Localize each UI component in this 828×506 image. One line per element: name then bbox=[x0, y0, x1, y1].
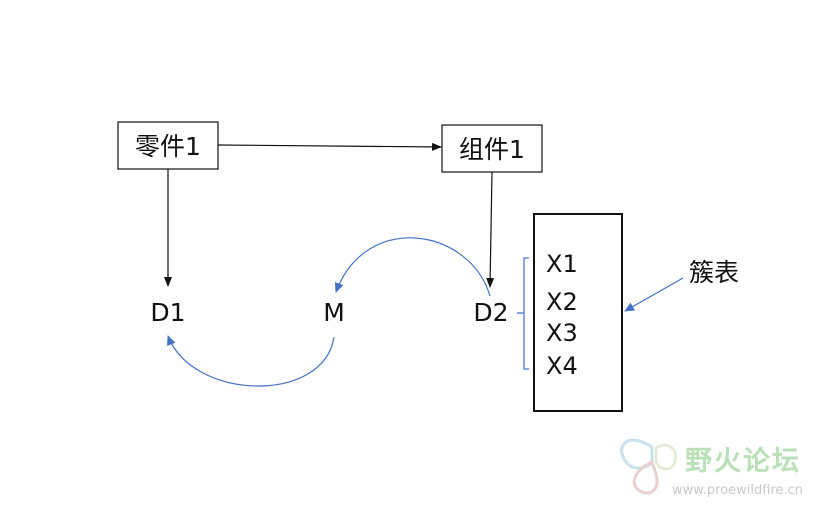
watermark-brand: 野火论坛 bbox=[685, 446, 801, 477]
cluster-item: X2 bbox=[546, 288, 578, 316]
assembly-box-label: 组件1 bbox=[459, 135, 525, 164]
watermark-url: www.proewildfire.cn bbox=[672, 483, 803, 498]
node-d1: D1 bbox=[150, 298, 185, 327]
arrow-assembly-to-d2 bbox=[486, 171, 495, 288]
arrow-part-to-assembly bbox=[217, 142, 442, 151]
cluster-table: X1 X2 X3 X4 bbox=[533, 213, 623, 412]
arrow-label-to-cluster bbox=[624, 277, 684, 312]
part-box: 零件1 bbox=[117, 121, 219, 170]
cluster-item: X3 bbox=[546, 319, 578, 347]
cluster-label: 簇表 bbox=[689, 258, 739, 287]
cluster-item: X4 bbox=[546, 352, 578, 380]
node-d2: D2 bbox=[473, 298, 508, 327]
assembly-box: 组件1 bbox=[441, 124, 543, 173]
node-m: M bbox=[323, 298, 345, 327]
cluster-bracket bbox=[517, 257, 529, 370]
part-box-label: 零件1 bbox=[135, 132, 201, 161]
curve-m-to-d1 bbox=[167, 335, 335, 387]
cluster-item: X1 bbox=[546, 250, 578, 278]
watermark: 野火论坛 www.proewildfire.cn bbox=[620, 438, 803, 498]
butterfly-logo-icon bbox=[620, 438, 677, 495]
curve-d2-to-m bbox=[334, 237, 491, 297]
